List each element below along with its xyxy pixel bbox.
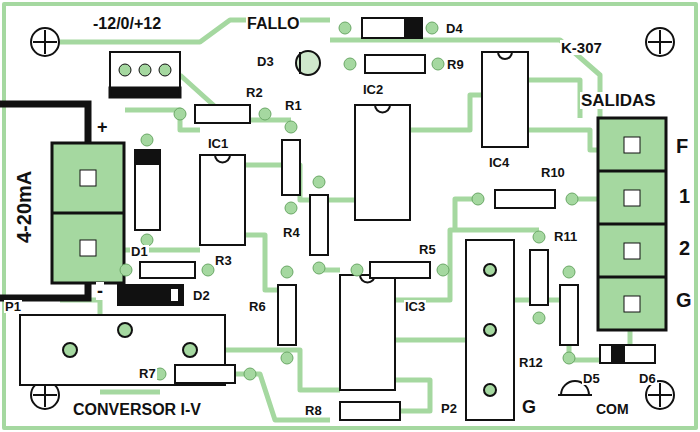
part-label: R12 (518, 356, 544, 369)
part-label: 4-20mA (14, 170, 34, 244)
part-label: R7 (138, 367, 157, 380)
part-label: 1 (678, 186, 691, 206)
part-label: R10 (540, 166, 566, 179)
part-label: SALIDAS (580, 92, 657, 109)
part-label: R4 (282, 226, 301, 239)
part-label: IC4 (488, 156, 510, 169)
part-label: IC3 (404, 300, 426, 313)
part-label: R9 (446, 58, 465, 71)
part-label: IC2 (362, 83, 384, 96)
part-label: -12/0/+12 (92, 16, 162, 32)
part-label: R11 (553, 230, 578, 243)
part-label: R5 (418, 243, 437, 256)
resistors (140, 55, 578, 420)
part-label: G (675, 290, 693, 310)
part-label: F (675, 136, 689, 156)
part-label: D3 (256, 55, 275, 68)
part-label: + (96, 118, 109, 136)
part-label: R2 (245, 86, 264, 99)
part-label: P1 (4, 300, 22, 313)
part-label: IC1 (207, 137, 229, 150)
part-label: D1 (130, 245, 149, 258)
part-label: COM (595, 402, 630, 416)
part-label: FALLO (246, 16, 300, 32)
diodes (118, 18, 655, 395)
part-label: 2 (678, 238, 691, 258)
part-label: D5 (582, 372, 601, 385)
part-label: G (521, 398, 537, 416)
part-label: - (96, 282, 104, 300)
part-label: D6 (638, 372, 657, 385)
part-label: D2 (192, 289, 211, 302)
part-label: R8 (304, 404, 323, 417)
part-label: CONVERSOR I-V (72, 402, 202, 418)
part-label: P2 (440, 402, 458, 415)
part-label: R1 (284, 99, 303, 112)
part-label: R6 (248, 300, 267, 313)
part-label: R3 (214, 254, 233, 267)
copper-traces (4, 4, 696, 428)
part-label: K-307 (560, 40, 603, 55)
integrated-circuits (20, 52, 528, 420)
pads (120, 22, 578, 380)
part-label: D4 (445, 22, 464, 35)
